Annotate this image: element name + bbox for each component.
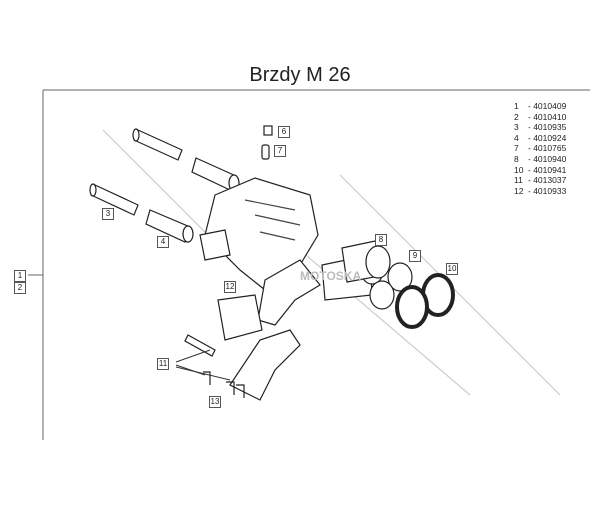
part-position: 11 [514,175,523,186]
parts-list-item: 4- 4010924 [514,133,566,144]
part-code: 4013037 [533,175,567,186]
part-position: 1 [514,101,519,111]
separator: - [528,164,534,175]
part-code: 4010765 [533,143,567,154]
brake-pad-outer [229,329,301,401]
guide-pin-lower [89,183,139,216]
parts-list-item: 3- 4010935 [514,122,566,133]
guide-pin-upper [132,128,183,161]
part-position: 4 [514,132,519,143]
pad-clip-3 [236,384,245,398]
parts-list-item: 2- 4010410 [514,112,566,123]
part-position: 8 [514,153,519,164]
seal-ring-lower [369,280,395,310]
part-position: 7 [514,143,519,154]
separator: - [528,175,534,186]
part-code: 4010935 [533,122,567,133]
callout-3[interactable]: 3 [102,208,114,220]
parts-list-item: 1- 4010409 [514,101,566,112]
callout-11[interactable]: 11 [157,358,169,370]
mounting-bolt [184,334,216,357]
parts-list-item: 11- 4013037 [514,175,566,186]
separator: - [528,132,534,143]
part-code: 4010940 [533,153,567,164]
callout-8[interactable]: 8 [375,234,387,246]
guide-sleeve-upper [191,157,240,192]
guide-sleeve-lower [145,209,194,243]
separator: - [528,111,534,122]
brake-pad-inner [217,294,263,341]
separator: - [528,185,534,196]
parts-list-item: 12- 4010933 [514,186,566,197]
callout-10[interactable]: 10 [446,263,458,275]
separator: - [528,143,534,154]
separator: - [528,122,534,133]
group-bracket-line [28,89,590,440]
parts-list-item: 10- 4010941 [514,165,566,176]
callout-1[interactable]: 1 [14,270,26,282]
callout-9[interactable]: 9 [409,250,421,262]
separator: - [528,101,534,111]
callout-12[interactable]: 12 [224,281,236,293]
parts-list-item: 8- 4010940 [514,154,566,165]
dust-boot-lower [395,285,429,329]
pad-clip-2 [226,381,235,395]
piston-2 [341,239,391,283]
part-code: 4010941 [533,164,567,175]
callout-6[interactable]: 6 [278,126,290,138]
separator: - [528,153,534,164]
caliper-boss [199,229,231,261]
callout-2[interactable]: 2 [14,282,26,294]
part-position: 10 [514,164,524,175]
callout-13[interactable]: 13 [209,396,221,408]
callout-7[interactable]: 7 [274,145,286,157]
part-code: 4010409 [533,101,567,111]
page-title: Brzdy M 26 [249,64,351,86]
callout-4[interactable]: 4 [157,236,169,248]
bleed-screw [261,144,270,160]
part-position: 12 [514,185,524,196]
seal-ring-upper [387,262,413,292]
part-position: 2 [514,111,519,122]
part-code: 4010933 [533,185,567,196]
parts-list-item: 7- 4010765 [514,143,566,154]
bleed-cap [263,125,273,136]
watermark: MOTOSKA [300,269,361,283]
pad-clip-1 [203,371,211,385]
part-code: 4010924 [533,132,567,143]
part-code: 4010410 [533,111,567,122]
part-position: 3 [514,122,519,133]
